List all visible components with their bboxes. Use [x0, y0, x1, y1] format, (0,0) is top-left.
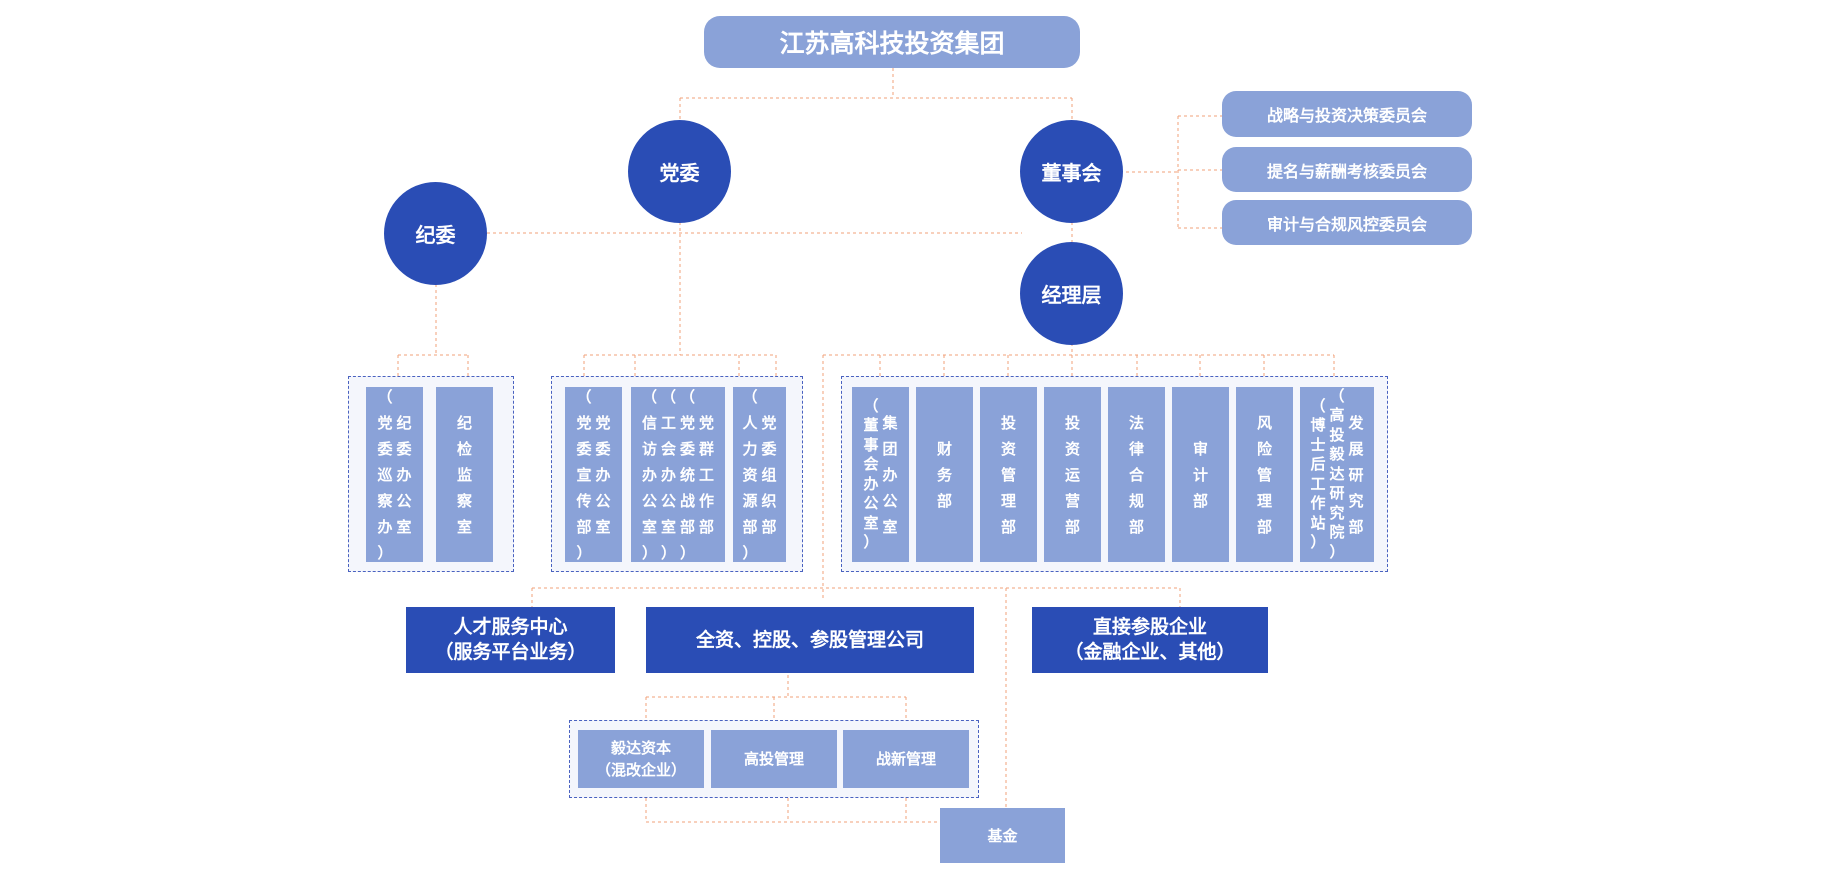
- direct-line2: （金融企业、其他）: [1064, 641, 1236, 663]
- holding-label: 全资、控股、参股管理公司: [695, 628, 924, 651]
- subsidiary-box: 高投管理: [711, 730, 837, 788]
- committee-label: 提名与薪酬考核委员会: [1266, 161, 1427, 181]
- direct-investment-box: 直接参股企业 （金融企业、其他）: [1032, 607, 1268, 673]
- talent-line2: （服务平台业务）: [434, 641, 587, 663]
- dept-note: （党委宣传部）: [576, 387, 592, 562]
- talent-service-center-box: 人才服务中心 （服务平台业务）: [406, 607, 615, 673]
- subsidiary-box: 毅达资本 （混改企业）: [578, 730, 704, 788]
- dept-box: 集团办公室 （董事会办公室）: [852, 387, 909, 562]
- board-label: 董事会: [1041, 161, 1102, 185]
- dept-note: （博士后工作站）: [1310, 396, 1326, 552]
- dept-box: 纪委办公室 （党委巡察办）: [366, 387, 423, 562]
- dept-box: 投资运营部: [1044, 387, 1101, 562]
- subsidiary-box: 战新管理: [843, 730, 969, 788]
- dept-note: （高投毅达研究院）: [1329, 386, 1345, 561]
- dept-box: 法律合规部: [1108, 387, 1165, 562]
- group-title: 江苏高科技投资集团: [779, 29, 1005, 58]
- dept-name: 法律合规部: [1128, 413, 1144, 536]
- dept-box: 审计部: [1172, 387, 1229, 562]
- talent-line1: 人才服务中心: [453, 616, 568, 638]
- dept-name: 集团办公室: [882, 413, 898, 536]
- committee-box: 提名与薪酬考核委员会: [1222, 147, 1472, 192]
- committee-label: 审计与合规风控委员会: [1266, 214, 1427, 234]
- dept-name: 投资运营部: [1064, 413, 1080, 536]
- dept-note: （工会办公室）: [660, 387, 676, 562]
- holding-company-box: 全资、控股、参股管理公司: [646, 607, 974, 673]
- subsidiary-line1: 高投管理: [743, 750, 804, 768]
- committee-label: 战略与投资决策委员会: [1266, 106, 1427, 125]
- dept-name: 财务部: [936, 439, 952, 510]
- dept-box: 党群工作部 （党委统战部） （工会办公室） （信访办公室）: [631, 387, 725, 562]
- group-title-box: 江苏高科技投资集团: [704, 16, 1080, 68]
- dept-box: 党委组织部 （人力资源部）: [733, 387, 786, 562]
- dept-note: （党委统战部）: [680, 387, 696, 562]
- dept-name: 党群工作部: [699, 413, 715, 536]
- dept-note: （党委巡察办）: [377, 387, 393, 562]
- dept-box: 纪检监察室: [436, 387, 493, 562]
- management-node: 经理层: [1020, 242, 1123, 345]
- subsidiary-line1: 毅达资本: [610, 739, 671, 757]
- party-committee-node: 党委: [628, 120, 731, 223]
- committee-box: 战略与投资决策委员会: [1222, 91, 1472, 137]
- subsidiary-line2: （混改企业）: [595, 761, 686, 779]
- dept-name: 风险管理部: [1256, 413, 1272, 536]
- direct-line1: 直接参股企业: [1092, 616, 1207, 638]
- dept-note: （人力资源部）: [742, 387, 758, 562]
- dept-name: 发展研究部: [1348, 413, 1364, 536]
- fund-label: 基金: [987, 826, 1018, 845]
- dept-box: 财务部: [916, 387, 973, 562]
- dept-name: 党委办公室: [595, 413, 611, 536]
- dept-name: 投资管理部: [1000, 413, 1016, 536]
- discipline-committee-label: 纪委: [415, 223, 456, 247]
- party-committee-label: 党委: [659, 161, 700, 185]
- dept-box: 风险管理部: [1236, 387, 1293, 562]
- subsidiary-line1: 战新管理: [875, 750, 936, 768]
- dept-box: 发展研究部 （高投毅达研究院） （博士后工作站）: [1300, 387, 1374, 562]
- dept-note: （董事会办公室）: [863, 396, 879, 552]
- discipline-committee-node: 纪委: [384, 182, 487, 285]
- management-label: 经理层: [1041, 283, 1102, 307]
- dept-name: 党委组织部: [761, 413, 777, 536]
- dept-name: 纪委办公室: [396, 413, 412, 536]
- dept-box: 党委办公室 （党委宣传部）: [565, 387, 622, 562]
- dept-name: 审计部: [1192, 439, 1208, 510]
- dept-name: 纪检监察室: [456, 413, 472, 536]
- board-node: 董事会: [1020, 120, 1123, 223]
- fund-box: 基金: [940, 808, 1065, 863]
- dept-note: （信访办公室）: [641, 387, 657, 562]
- committee-box: 审计与合规风控委员会: [1222, 200, 1472, 245]
- dept-box: 投资管理部: [980, 387, 1037, 562]
